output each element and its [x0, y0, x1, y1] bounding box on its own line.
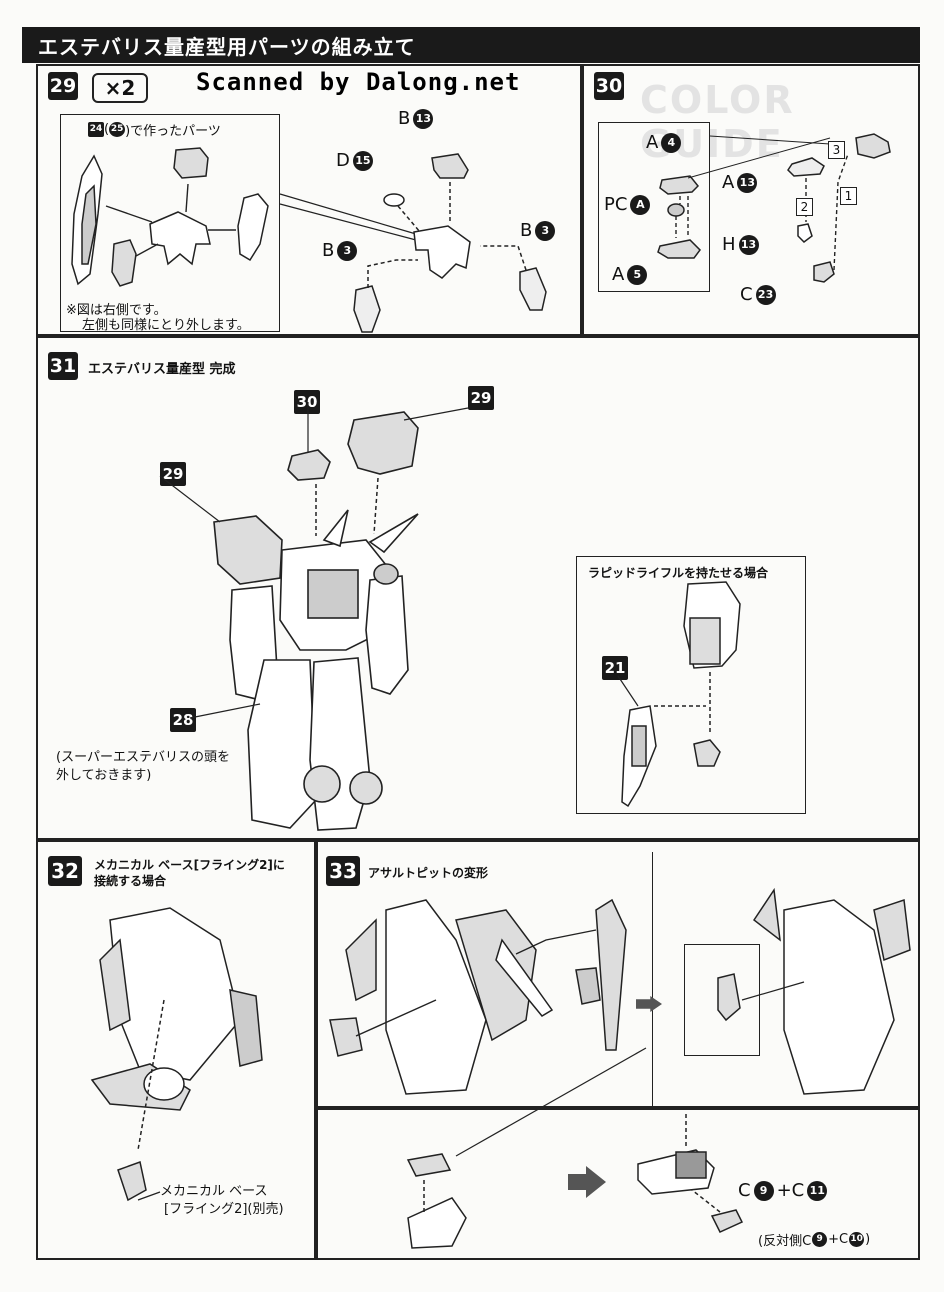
- step31-note-line2: 外しておきます): [56, 768, 152, 783]
- rifle-inset-drawing: [617, 581, 741, 808]
- step30-subassembly-box: [598, 122, 710, 292]
- base-label-line1: メカニカル ベース: [160, 1184, 268, 1199]
- ref-25: 25: [109, 122, 126, 137]
- step31-number: 31: [48, 352, 78, 380]
- background-color-guide-text: COLOR GUIDE: [640, 78, 795, 166]
- step33-divider: [652, 852, 653, 1108]
- step33-lower-panel: [316, 1108, 920, 1260]
- transform-after-drawing: [717, 887, 911, 1095]
- step30-number: 30: [594, 72, 624, 100]
- step31-title: エステバリス量産型 完成: [88, 362, 236, 377]
- cockpit-transform-drawing: [406, 1047, 744, 1249]
- step32-panel: [36, 840, 316, 1260]
- inset-note-open: (: [104, 122, 110, 137]
- step29-note-line2: 左側も同様にとり外します。: [82, 318, 250, 333]
- transform-before-drawing: [329, 898, 627, 1095]
- step29-main-drawing: [279, 153, 547, 333]
- order-2: 2: [796, 198, 813, 216]
- step30-panel: [582, 64, 920, 336]
- watermark: Scanned by Dalong.net: [196, 68, 521, 96]
- step33-number: 33: [326, 856, 360, 886]
- ref-28: 28: [170, 708, 196, 732]
- step33-arrow-right: [636, 996, 662, 1012]
- robot-assembly-drawing: [159, 402, 469, 831]
- step31-panel: [36, 336, 920, 840]
- flying-base-drawing: [90, 907, 263, 1202]
- step32-number: 32: [48, 856, 82, 886]
- inset-note-text: )で作ったパーツ: [125, 124, 221, 139]
- base-label-line2: [フライング2](別売): [164, 1202, 284, 1217]
- ref-29-top: 29: [468, 386, 494, 410]
- ref-29-left: 29: [160, 462, 186, 486]
- step31-note-line1: (スーパーエステバリスの頭を: [56, 750, 230, 765]
- step29-note-line1: ※図は右側です。: [66, 303, 167, 318]
- step33-title: アサルトピットの変形: [368, 866, 489, 880]
- order-3: 3: [828, 141, 845, 159]
- step31-rifle-inset: [576, 556, 806, 814]
- header-bar: [22, 27, 920, 63]
- step29-quantity: ×2: [92, 73, 148, 103]
- step32-title-line2: 接続する場合: [94, 874, 167, 888]
- ref-24: 24: [88, 122, 104, 137]
- ref-21: 21: [602, 656, 628, 680]
- step29-panel: [36, 64, 582, 336]
- page-title: エステバリス量産型用パーツの組み立て: [38, 35, 416, 59]
- rifle-inset-title: ラピッドライフルを持たせる場合: [588, 566, 769, 580]
- step29-inset-note: 24 ( 25 )で作ったパーツ: [88, 120, 221, 139]
- step30-drawing: [657, 133, 891, 283]
- step33-detail-box: [684, 944, 760, 1056]
- order-1: 1: [840, 187, 857, 205]
- step29-inset-box: [60, 114, 280, 332]
- step29-inset-drawing: [71, 147, 269, 287]
- step32-title-line1: メカニカル ベース[フライング2]に: [94, 858, 285, 872]
- step29-number: 29: [48, 72, 78, 100]
- ref-30: 30: [294, 390, 320, 414]
- step33-panel: [316, 840, 920, 1108]
